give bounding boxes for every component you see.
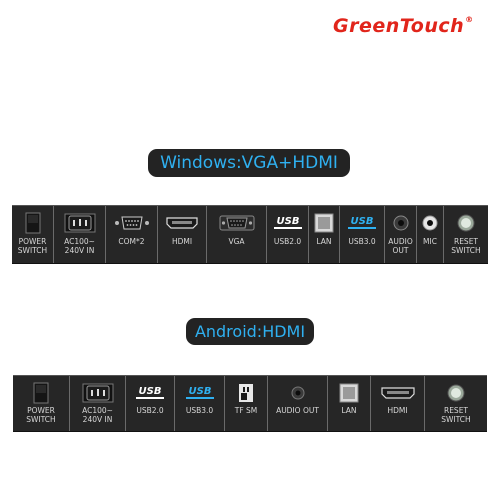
brand-logo: GreenTouch® [333,15,474,37]
brand-name: GreenTouch [333,15,465,37]
lan-port-icon [314,213,334,233]
port-label: POWER SWITCH [26,406,56,424]
windows-audio-out: AUDIO OUT [384,206,416,263]
port-label: HDMI [387,406,408,415]
reset-button-icon [447,384,465,402]
hdmi-port-icon [166,216,198,230]
ac-socket-icon [64,213,96,233]
port-label: POWER SWITCH [17,237,48,255]
windows-vga-port: VGA [206,206,266,263]
port-label: USB2.0 [273,237,302,246]
svg-text:USB: USB [276,216,299,227]
rocker-switch-icon [33,382,49,404]
port-label: AC100~ 240V IN [82,406,113,424]
port-label: RESET SWITCH [451,237,481,255]
svg-text:USB: USB [351,216,374,227]
port-label: VGA [228,237,245,246]
mic-jack-icon [422,215,438,231]
usb3-logo-icon: USB [345,214,379,232]
windows-com-port: COM*2 [105,206,157,263]
port-label: HDMI [171,237,193,246]
port-label: COM*2 [118,237,145,246]
port-label: AUDIO OUT [388,237,413,255]
audio-jack-icon [393,215,409,231]
ac-socket-icon [82,383,114,403]
audio-jack-icon [290,385,306,401]
rocker-switch-icon [25,212,41,234]
port-label: LAN [341,406,357,415]
android-lan-port: LAN [327,376,370,431]
svg-text:USB: USB [139,386,162,397]
windows-usb2-port: USB USB2.0 [266,206,308,263]
android-tf-slot: TF SM [224,376,267,431]
usb-logo-icon: USB [271,214,305,232]
sd-card-icon [238,383,254,403]
android-audio-out: AUDIO OUT [267,376,327,431]
windows-ac-in: AC100~ 240V IN [53,206,105,263]
vga-port-icon [219,214,255,232]
android-ac-in: AC100~ 240V IN [69,376,125,431]
port-label: LAN [316,237,332,246]
android-usb2-port: USB USB2.0 [125,376,174,431]
port-label: MIC [423,237,437,246]
port-label: USB3.0 [185,406,214,415]
windows-mic-in: MIC [416,206,443,263]
svg-text:USB: USB [188,386,211,397]
lan-port-icon [339,383,359,403]
windows-hdmi-port: HDMI [157,206,206,263]
windows-lan-port: LAN [308,206,339,263]
port-label: USB2.0 [136,406,164,415]
android-title: Android:HDMI [186,318,314,345]
reset-button-icon [457,214,475,232]
usb3-logo-icon: USB [183,384,217,402]
registered-mark: ® [465,15,474,24]
android-reset-switch: RESET SWITCH [424,376,487,431]
port-label: AC100~ 240V IN [64,237,95,255]
android-hdmi-port: HDMI [370,376,424,431]
android-power-switch: POWER SWITCH [13,376,69,431]
windows-title: Windows:VGA+HDMI [148,149,350,177]
usb-logo-icon: USB [133,384,167,402]
port-label: RESET SWITCH [441,406,471,424]
windows-reset-switch: RESET SWITCH [443,206,488,263]
hdmi-port-icon [380,386,415,400]
com-port-icon [114,215,150,231]
port-label: USB3.0 [348,237,376,246]
windows-power-switch: POWER SWITCH [12,206,53,263]
android-port-panel: POWER SWITCH AC100~ 240V IN USB USB2.0 U… [13,375,487,432]
port-label: AUDIO OUT [276,406,319,415]
android-usb3-port: USB USB3.0 [174,376,224,431]
port-label: TF SM [234,406,258,415]
windows-port-panel: POWER SWITCH AC100~ 240V IN COM*2 HDMI V… [12,205,488,264]
windows-usb3-port: USB USB3.0 [339,206,384,263]
